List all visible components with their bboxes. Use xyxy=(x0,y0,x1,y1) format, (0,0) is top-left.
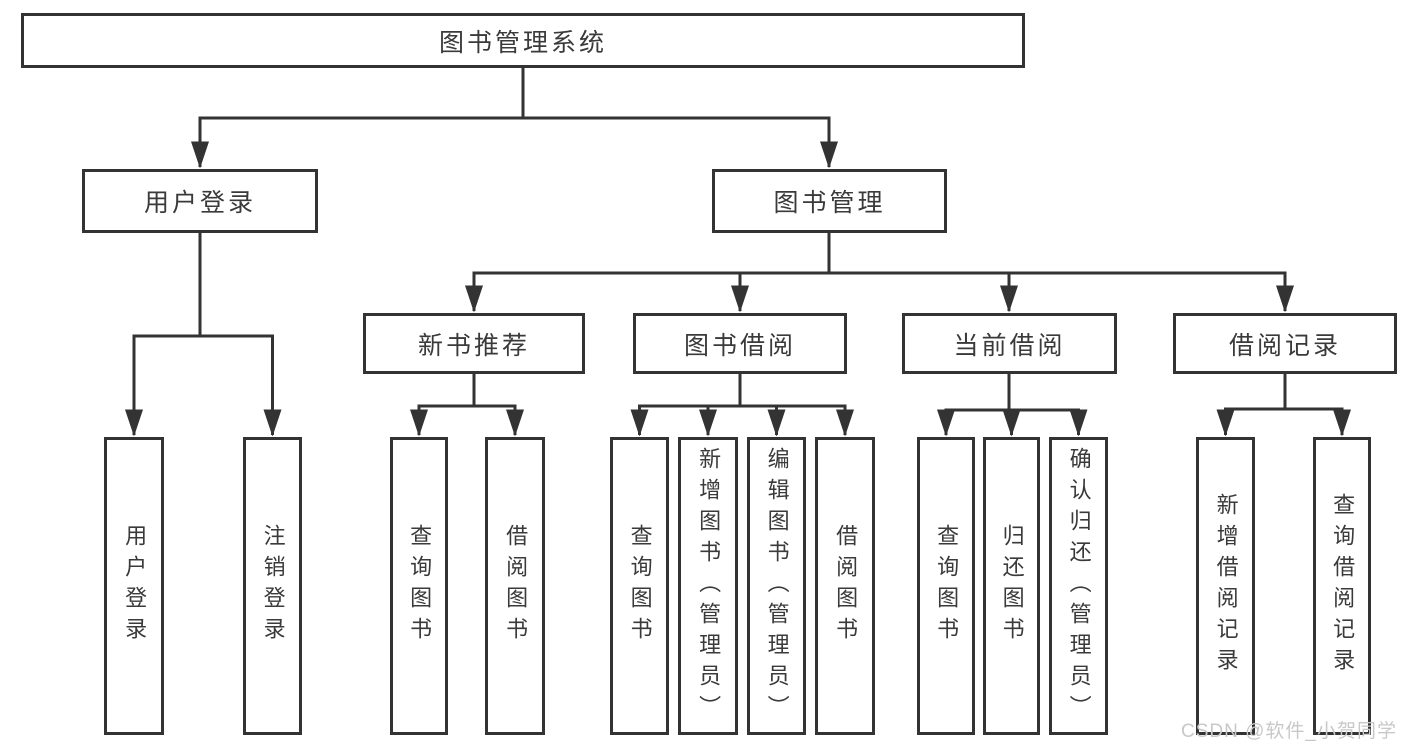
leaf-label: 新增借阅记录 xyxy=(1213,493,1239,679)
leaf-node-logout: 注销登录 xyxy=(243,437,302,735)
leaf-node-borrow-books-recommend: 借阅图书 xyxy=(485,437,545,735)
leaf-label: 查询图书 xyxy=(627,524,653,648)
leaf-node-borrow-books: 借阅图书 xyxy=(815,437,875,735)
leaf-label: 用户登录 xyxy=(122,524,148,648)
connector-current-borrow-children xyxy=(937,374,1088,437)
node-book-borrow: 图书借阅 xyxy=(633,313,847,374)
connector-user-login-children xyxy=(125,233,282,437)
leaf-label: 编辑图书（管理员） xyxy=(764,446,790,726)
leaf-label: 借阅图书 xyxy=(503,524,529,648)
leaf-label: 查询图书 xyxy=(407,524,433,648)
leaf-label: 归还图书 xyxy=(999,524,1025,648)
connector-new-book-recommend-children xyxy=(410,374,524,437)
node-borrow-records: 借阅记录 xyxy=(1173,313,1397,374)
leaf-node-query-borrow-record: 查询借阅记录 xyxy=(1313,437,1371,735)
leaf-node-query-books-current: 查询图书 xyxy=(917,437,975,735)
connector-borrow-records-children xyxy=(1216,374,1351,437)
connector-root-children xyxy=(191,68,838,169)
node-book-management: 图书管理 xyxy=(712,169,947,233)
leaf-label: 借阅图书 xyxy=(833,524,859,648)
leaf-node-confirm-return-admin: 确认归还（管理员） xyxy=(1049,437,1108,735)
leaf-node-user-login: 用户登录 xyxy=(104,437,164,735)
leaf-node-add-books-admin: 新增图书（管理员） xyxy=(678,437,738,735)
leaf-label: 查询图书 xyxy=(934,524,960,648)
leaf-label: 查询借阅记录 xyxy=(1330,493,1356,679)
leaf-label: 确认归还（管理员） xyxy=(1066,446,1092,726)
connector-book-management-children xyxy=(465,233,1294,313)
leaf-node-query-books-recommend: 查询图书 xyxy=(390,437,448,735)
connector-book-borrow-children xyxy=(630,374,854,437)
node-current-borrow: 当前借阅 xyxy=(902,313,1117,374)
leaf-label: 注销登录 xyxy=(260,524,286,648)
leaf-node-add-borrow-record: 新增借阅记录 xyxy=(1196,437,1255,735)
leaf-node-return-books: 归还图书 xyxy=(983,437,1040,735)
leaf-node-edit-books-admin: 编辑图书（管理员） xyxy=(747,437,806,735)
node-new-book-recommend: 新书推荐 xyxy=(363,313,585,374)
leaf-node-query-books-borrow: 查询图书 xyxy=(610,437,669,735)
leaf-label: 新增图书（管理员） xyxy=(696,446,722,726)
node-root: 图书管理系统 xyxy=(21,13,1025,68)
watermark: CSDN @软件_小贺同学 xyxy=(1181,721,1397,742)
node-user-login: 用户登录 xyxy=(82,169,318,233)
